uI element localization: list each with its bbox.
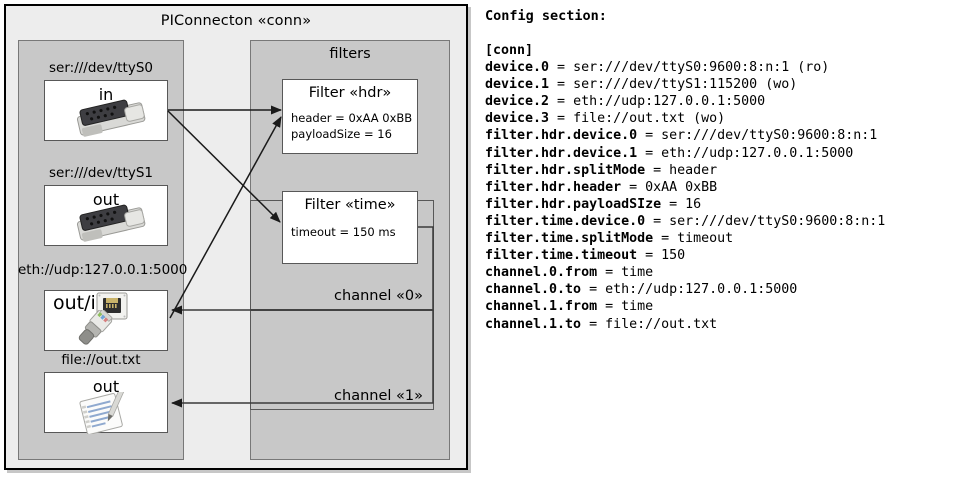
config-key: device.3 [485,111,550,127]
device-direction-label: out/in [53,292,108,314]
config-value: = timeout [653,231,734,247]
config-value: = eth://udp:127.0.0.1:5000 [581,282,798,298]
device-direction-label: in [98,85,114,104]
config-value: = file://out.txt [581,316,718,332]
filter-property: header = 0xAA 0xBB [291,111,413,125]
config-line: filter.hdr.device.0 = ser:///dev/ttyS0:9… [485,127,885,144]
config-line: device.0 = ser:///dev/ttyS0:9600:8:n:1 (… [485,59,885,76]
config-value: = 150 [637,248,686,264]
config-key: channel.1.to [485,316,582,332]
config-value: = 0xAA 0xBB [621,179,718,195]
config-line: filter.time.splitMode = timeout [485,230,885,247]
device-caption-eth: eth://udp:127.0.0.1:5000 [18,262,188,278]
config-key: filter.hdr.payloadSIze [485,196,662,212]
config-key: filter.hdr.splitMode [485,162,646,178]
config-line: filter.hdr.payloadSIze = 16 [485,196,885,213]
config-key: filter.hdr.device.0 [485,128,638,144]
filter-card-hdr[interactable]: Filter «hdr» header = 0xAA 0xBB payloadS… [282,79,418,154]
config-line: device.2 = eth://udp:127.0.0.1:5000 [485,93,885,110]
config-key: channel.0.from [485,265,598,281]
device-caption-ttys0: ser:///dev/ttyS0 [49,60,153,76]
diagram-title: PIConnecton «conn» [160,13,312,29]
config-line: device.3 = file://out.txt (wo) [485,110,885,127]
config-key: device.2 [485,94,550,110]
device-card-ttys1[interactable]: out [44,185,168,246]
config-value: = 16 [661,196,702,212]
config-value: = ser:///dev/ttyS0:9600:8:n:1 [637,128,878,144]
config-line: [conn] [485,42,885,59]
config-value: = eth://udp:127.0.0.1:5000 [637,145,854,161]
config-line: filter.time.timeout = 150 [485,247,885,264]
device-caption-file: file://out.txt [61,352,141,368]
device-card-ttys0[interactable]: in [44,80,168,141]
filter-property: timeout = 150 ms [291,225,396,239]
device-card-eth[interactable]: out/in [44,290,168,351]
config-line: channel.1.from = time [485,298,885,315]
config-value: = ser:///dev/ttyS0:9600:8:n:1 [645,213,886,229]
config-key: device.1 [485,77,550,93]
filters-panel-title: filters [329,46,371,62]
config-key: device.0 [485,60,550,76]
config-key: filter.time.device.0 [485,213,646,229]
config-value: = ser:///dev/ttyS1:115200 (wo) [549,77,798,93]
config-key: filter.time.splitMode [485,231,654,247]
device-caption-ttys1: ser:///dev/ttyS1 [49,165,153,181]
config-line: device.1 = ser:///dev/ttyS1:115200 (wo) [485,76,885,93]
config-line: channel.0.from = time [485,264,885,281]
config-key: [conn] [485,43,534,58]
config-value: = time [597,265,654,281]
config-line: filter.hdr.device.1 = eth://udp:127.0.0.… [485,145,885,162]
config-heading: Config section: [485,8,607,24]
config-line: filter.hdr.splitMode = header [485,162,885,179]
filter-title: Filter «time» [304,197,396,213]
config-text-block: [conn]device.0 = ser:///dev/ttyS0:9600:8… [485,42,885,333]
config-line: channel.1.to = file://out.txt [485,316,885,333]
config-key: filter.hdr.device.1 [485,145,638,161]
device-card-file[interactable]: out [44,372,168,433]
config-value: = time [597,299,654,315]
channel-box-1: channel «1» [250,310,434,410]
config-section: Config section: [conn]device.0 = ser:///… [482,0,964,484]
config-key: filter.hdr.header [485,179,622,195]
config-line: filter.hdr.header = 0xAA 0xBB [485,179,885,196]
config-value: = ser:///dev/ttyS0:9600:8:n:1 (ro) [549,60,830,76]
config-line: channel.0.to = eth://udp:127.0.0.1:5000 [485,281,885,298]
filter-title: Filter «hdr» [308,85,392,101]
filter-property: payloadSize = 16 [291,127,392,141]
filter-card-time[interactable]: Filter «time» timeout = 150 ms [282,191,418,264]
device-direction-label: out [92,190,120,209]
channel-label-0: channel «0» [334,288,423,304]
config-key: filter.time.timeout [485,248,638,264]
device-direction-label: out [92,377,120,396]
config-value: = eth://udp:127.0.0.1:5000 [549,94,766,110]
config-value: = file://out.txt (wo) [549,111,726,127]
config-key: channel.1.from [485,299,598,315]
config-value: = header [645,162,718,178]
config-line: filter.time.device.0 = ser:///dev/ttyS0:… [485,213,885,230]
connector-diagram: PIConnecton «conn» ser:///dev/ttyS0 in s… [0,0,478,484]
channel-label-1: channel «1» [334,388,423,404]
config-key: channel.0.to [485,282,582,298]
